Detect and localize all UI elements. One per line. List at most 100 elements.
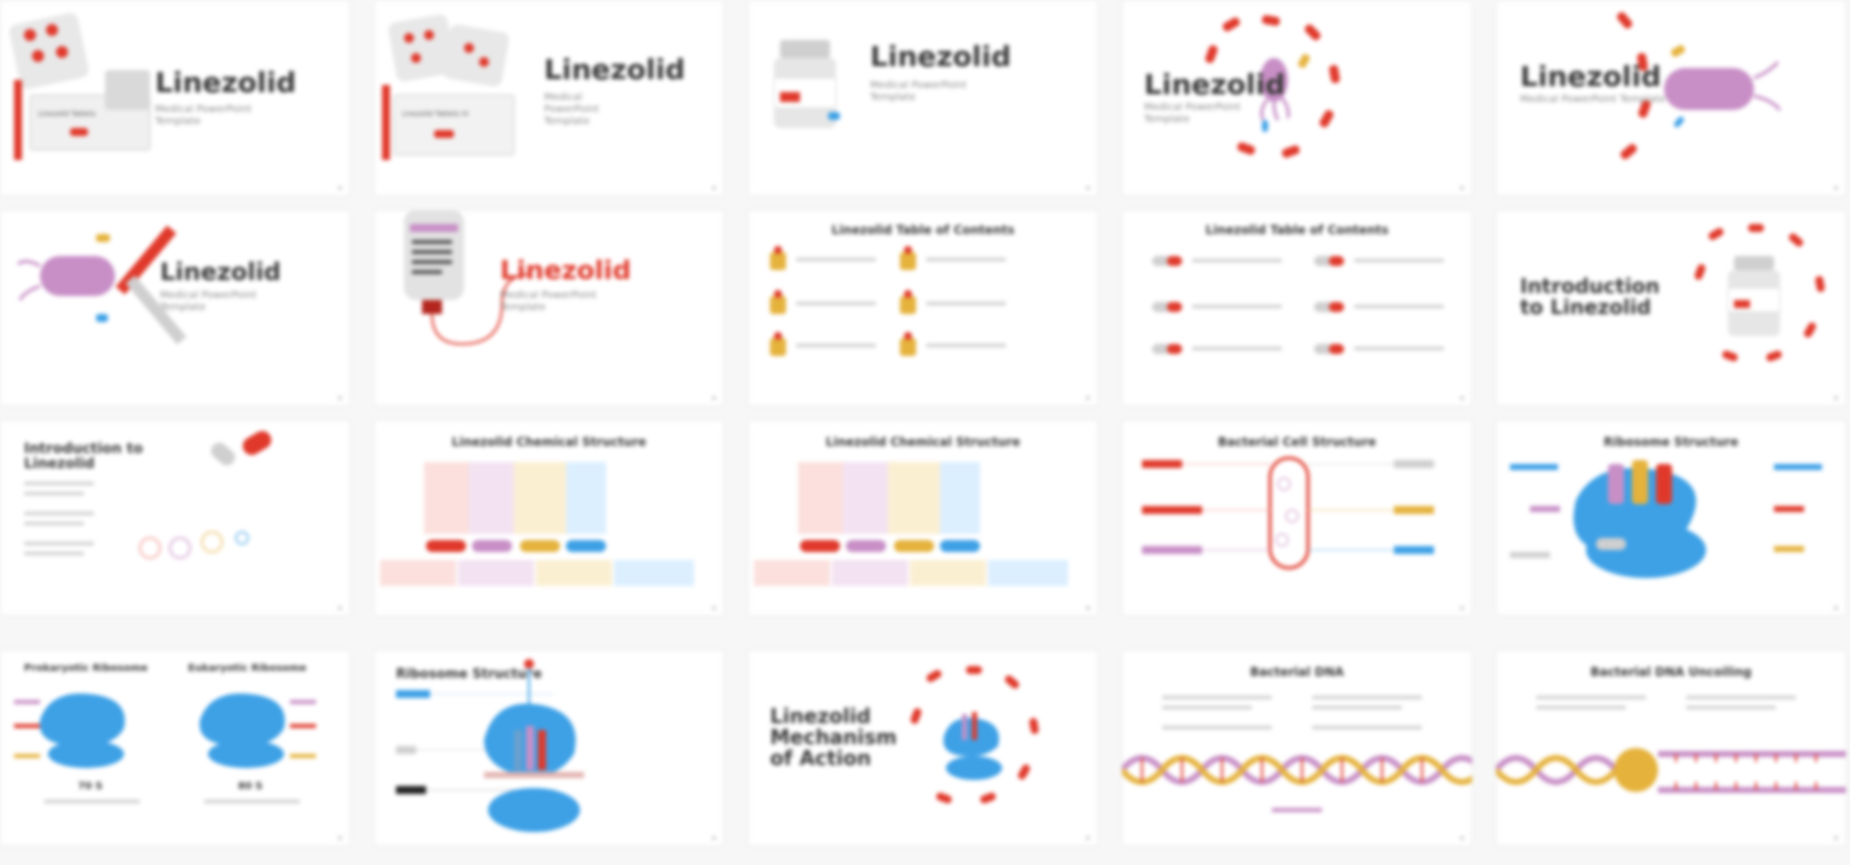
slide-11[interactable]: Introduction to Linezolid: [0, 420, 350, 616]
slide-number-dot: [338, 186, 342, 190]
slide-number-dot: [1834, 606, 1838, 610]
toc-icons: [770, 246, 916, 356]
text-line: [24, 522, 84, 525]
text-line: [1312, 706, 1402, 709]
text-line: [1686, 696, 1796, 699]
mechanism-ring-illustration: [910, 666, 1039, 804]
slide-12[interactable]: Linezolid Chemical Structure: [374, 420, 724, 616]
slide-14[interactable]: Bacterial Cell Structure: [1122, 420, 1472, 616]
text-line: [1162, 726, 1272, 729]
bottle-ring-illustration: [1694, 224, 1825, 362]
blister-pack-illustration: [382, 14, 515, 160]
iv-bag-illustration: [404, 210, 533, 346]
slide-number-dot: [712, 606, 716, 610]
slide-title: Linezolid: [155, 66, 297, 99]
chemical-structure-panels: [754, 462, 1068, 586]
slide-title: Linezolid Chemical Structure: [451, 435, 647, 449]
slide-3[interactable]: Linezolid Medical PowerPoint Template: [748, 0, 1098, 196]
slide-20[interactable]: Bacterial DNA Uncoiling: [1496, 650, 1846, 846]
text-line: [1686, 706, 1776, 709]
slide-4[interactable]: Linezolid Medical PowerPoint Template: [1122, 0, 1472, 196]
slide-title: Ribosome Structure: [1603, 435, 1739, 449]
slide-5[interactable]: Linezolid Medical PowerPoint Template: [1496, 0, 1846, 196]
text-line: [204, 800, 300, 803]
dna-uncoiling-illustration: [1496, 748, 1846, 793]
slide-10[interactable]: Introduction to Linezolid: [1496, 210, 1846, 406]
slide-number-dot: [1460, 186, 1464, 190]
dna-helix-illustration: [1122, 755, 1472, 812]
capsule-ring-illustration: [1205, 15, 1340, 158]
slide-number-dot: [338, 836, 342, 840]
slide-18[interactable]: Linezolid Mechanism of Action: [748, 650, 1098, 846]
slide-title: Introduction to Linezolid: [24, 441, 143, 472]
slide-number-dot: [1834, 186, 1838, 190]
slide-15[interactable]: Ribosome Structure: [1496, 420, 1846, 616]
prokaryotic-label: 70 S: [78, 781, 103, 792]
slide-title: Introduction to Linezolid: [1520, 274, 1660, 319]
slide-number-dot: [1460, 396, 1464, 400]
eukaryotic-label: 80 S: [238, 781, 263, 792]
text-line: [24, 482, 94, 485]
toc-line: [796, 344, 876, 347]
text-line: [1536, 706, 1626, 709]
package-label: Linezolid Tablets IV: [402, 110, 469, 118]
slide-title: Linezolid: [500, 256, 632, 286]
ribosome-comparison: [14, 693, 316, 768]
bacterial-cell-diagram: [1142, 456, 1434, 570]
toc-line: [1354, 305, 1444, 308]
toc-capsules: [1152, 256, 1344, 354]
slide-title: Bacterial DNA Uncoiling: [1590, 665, 1752, 679]
slide-subtitle: Medical PowerPoint Template: [1144, 102, 1241, 125]
slide-title: Bacterial DNA: [1250, 665, 1344, 679]
slide-title: Linezolid: [160, 258, 281, 286]
pill-bottle-illustration: [773, 40, 840, 128]
slide-number-dot: [712, 836, 716, 840]
slide-number-dot: [338, 606, 342, 610]
toc-line: [1354, 347, 1444, 350]
toc-line: [796, 302, 876, 305]
slide-6[interactable]: Linezolid Medical PowerPoint Template: [0, 210, 350, 406]
text-line: [1536, 696, 1646, 699]
bacterium-capsule-illustration: [1617, 12, 1782, 160]
slide-number-dot: [1834, 396, 1838, 400]
slide-subtitle: Medical PowerPoint Template: [1520, 94, 1666, 105]
slide-subtitle: Medical PowerPoint Template: [500, 290, 597, 313]
text-line: [1162, 706, 1252, 709]
slide-title: Linezolid Table of Contents: [831, 223, 1015, 237]
slide-13[interactable]: Linezolid Chemical Structure: [748, 420, 1098, 616]
open-capsule-molecule-illustration: [139, 431, 272, 559]
toc-line: [926, 344, 1006, 347]
text-line: [1162, 696, 1272, 699]
slide-number-dot: [712, 186, 716, 190]
text-line: [24, 552, 84, 555]
slide-title: Linezolid: [1144, 68, 1286, 101]
slide-subtitle: Medical PowerPoint Template: [544, 92, 600, 127]
slide-7[interactable]: Linezolid Medical PowerPoint Template: [374, 210, 724, 406]
slide-number-dot: [1086, 836, 1090, 840]
slide-number-dot: [1460, 606, 1464, 610]
toc-line: [1192, 305, 1282, 308]
slide-1[interactable]: Linezolid Medical PowerPoint Template Li…: [0, 0, 350, 196]
slide-19[interactable]: Bacterial DNA: [1122, 650, 1472, 846]
slide-title: Ribosome Structure: [396, 667, 542, 682]
bacterium-blocker-illustration: [17, 225, 187, 345]
toc-line: [1192, 347, 1282, 350]
slide-2[interactable]: Linezolid Medical PowerPoint Template Li…: [374, 0, 724, 196]
slide-number-dot: [1460, 836, 1464, 840]
slide-subtitle: Medical PowerPoint Template: [870, 80, 967, 103]
package-label: Linezolid Tablets: [38, 110, 96, 118]
slide-number-dot: [1834, 836, 1838, 840]
slide-17[interactable]: Ribosome Structure: [374, 650, 724, 846]
slide-title: Linezolid: [1520, 60, 1662, 93]
slide-title: Linezolid Table of Contents: [1205, 223, 1389, 237]
text-line: [24, 542, 94, 545]
toc-line: [926, 258, 1006, 261]
slide-9[interactable]: Linezolid Table of Contents: [1122, 210, 1472, 406]
slide-number-dot: [1086, 606, 1090, 610]
slide-number-dot: [1086, 186, 1090, 190]
toc-line: [796, 258, 876, 261]
slide-8[interactable]: Linezolid Table of Contents: [748, 210, 1098, 406]
slide-16[interactable]: Prokaryotic Ribosome Eukaryotic Ribosome…: [0, 650, 350, 846]
slide-title: Linezolid: [870, 40, 1012, 73]
